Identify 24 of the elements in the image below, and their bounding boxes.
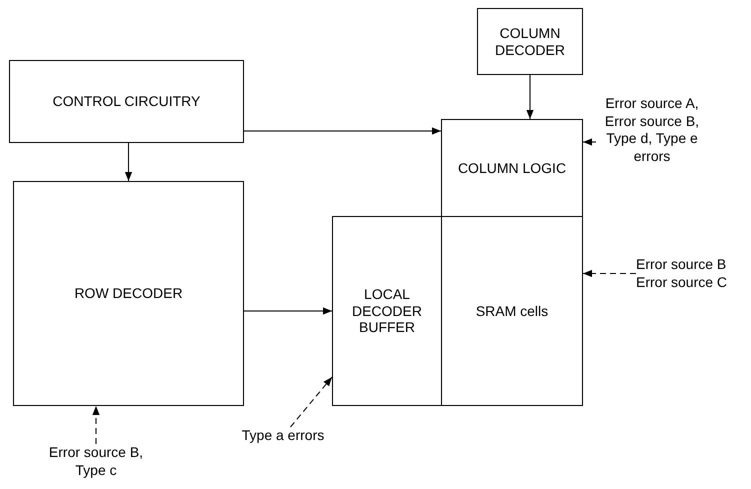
annotation-text: Type a errors <box>233 427 333 444</box>
block-label: COLUMN DECODER <box>494 24 566 58</box>
arrow <box>244 307 332 315</box>
block-label: ROW DECODER <box>74 285 183 302</box>
dashed-arrow <box>290 376 332 428</box>
block-box <box>9 60 244 143</box>
arrow <box>244 127 442 135</box>
block-box <box>13 181 244 406</box>
block-label: LOCAL DECODER BUFFER <box>350 286 423 336</box>
annotation-text: Error source A, Error source B, Type d, Type e errors <box>596 95 708 165</box>
annotation-text: Error source B, Type c <box>40 444 152 479</box>
block-box <box>441 216 583 406</box>
annotation-text: Error source B Error source C <box>636 256 740 291</box>
dashed-arrow <box>92 406 100 444</box>
block-box <box>441 119 583 217</box>
block-label: CONTROL CIRCUITRY <box>52 93 200 110</box>
dashed-arrow <box>582 270 636 278</box>
arrow <box>124 142 132 182</box>
block-box <box>332 216 442 406</box>
dashed-arrow <box>582 138 596 146</box>
block-label: SRAM cells <box>476 302 548 320</box>
arrow <box>526 74 534 120</box>
block-label: COLUMN LOGIC <box>458 160 566 176</box>
block-box <box>477 8 583 75</box>
